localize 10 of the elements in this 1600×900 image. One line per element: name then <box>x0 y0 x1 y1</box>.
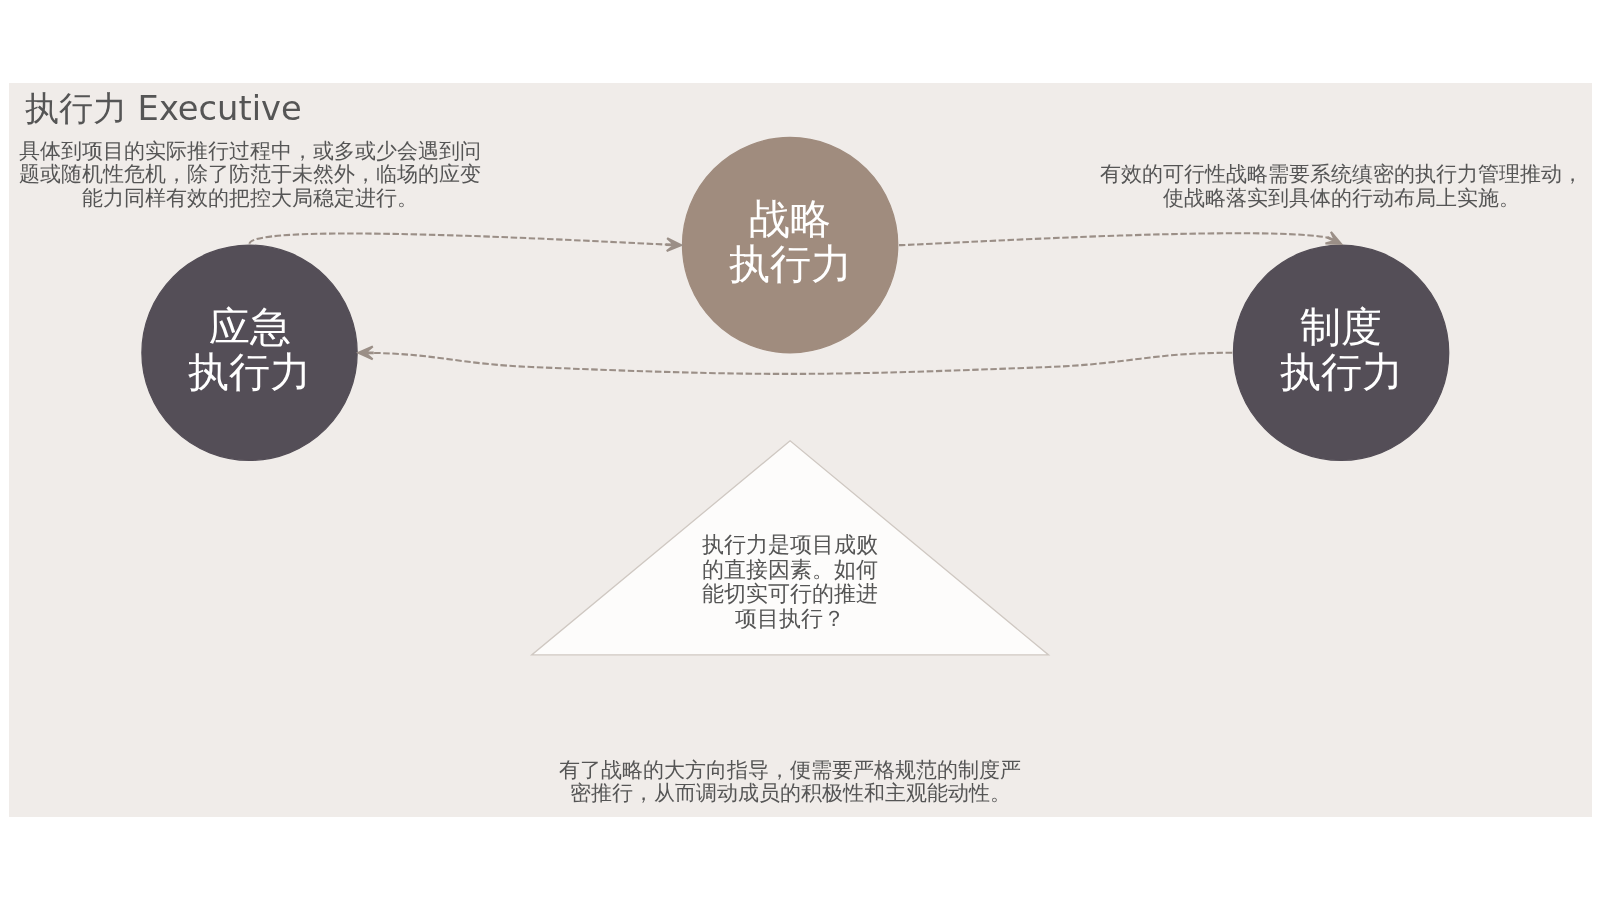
arrow <box>356 345 1232 375</box>
node-circle: 制度执行力 <box>1232 244 1449 461</box>
arrow <box>898 230 1342 247</box>
arrow <box>248 232 682 253</box>
label: 具体到项目的实际推行过程中，或多或少会遇到问题或随机性危机，除了防范于未然外，临场的应变能力同样有效的把控大局稳定进行。 <box>18 138 481 210</box>
diagram-title: 执行力 Executive <box>24 89 302 129</box>
node-circle: 战略执行力 <box>681 136 898 354</box>
label: 有了战略的大方向指导，便需要严格规范的制度严密推行，从而调动成员的积极性和主观能动性。 <box>558 757 1021 805</box>
label: 有效的可行性战略需要系统缜密的执行力管理推动，使战略落实到具体的行动布局上实施。 <box>1099 162 1583 210</box>
node-circle: 应急执行力 <box>140 244 358 461</box>
